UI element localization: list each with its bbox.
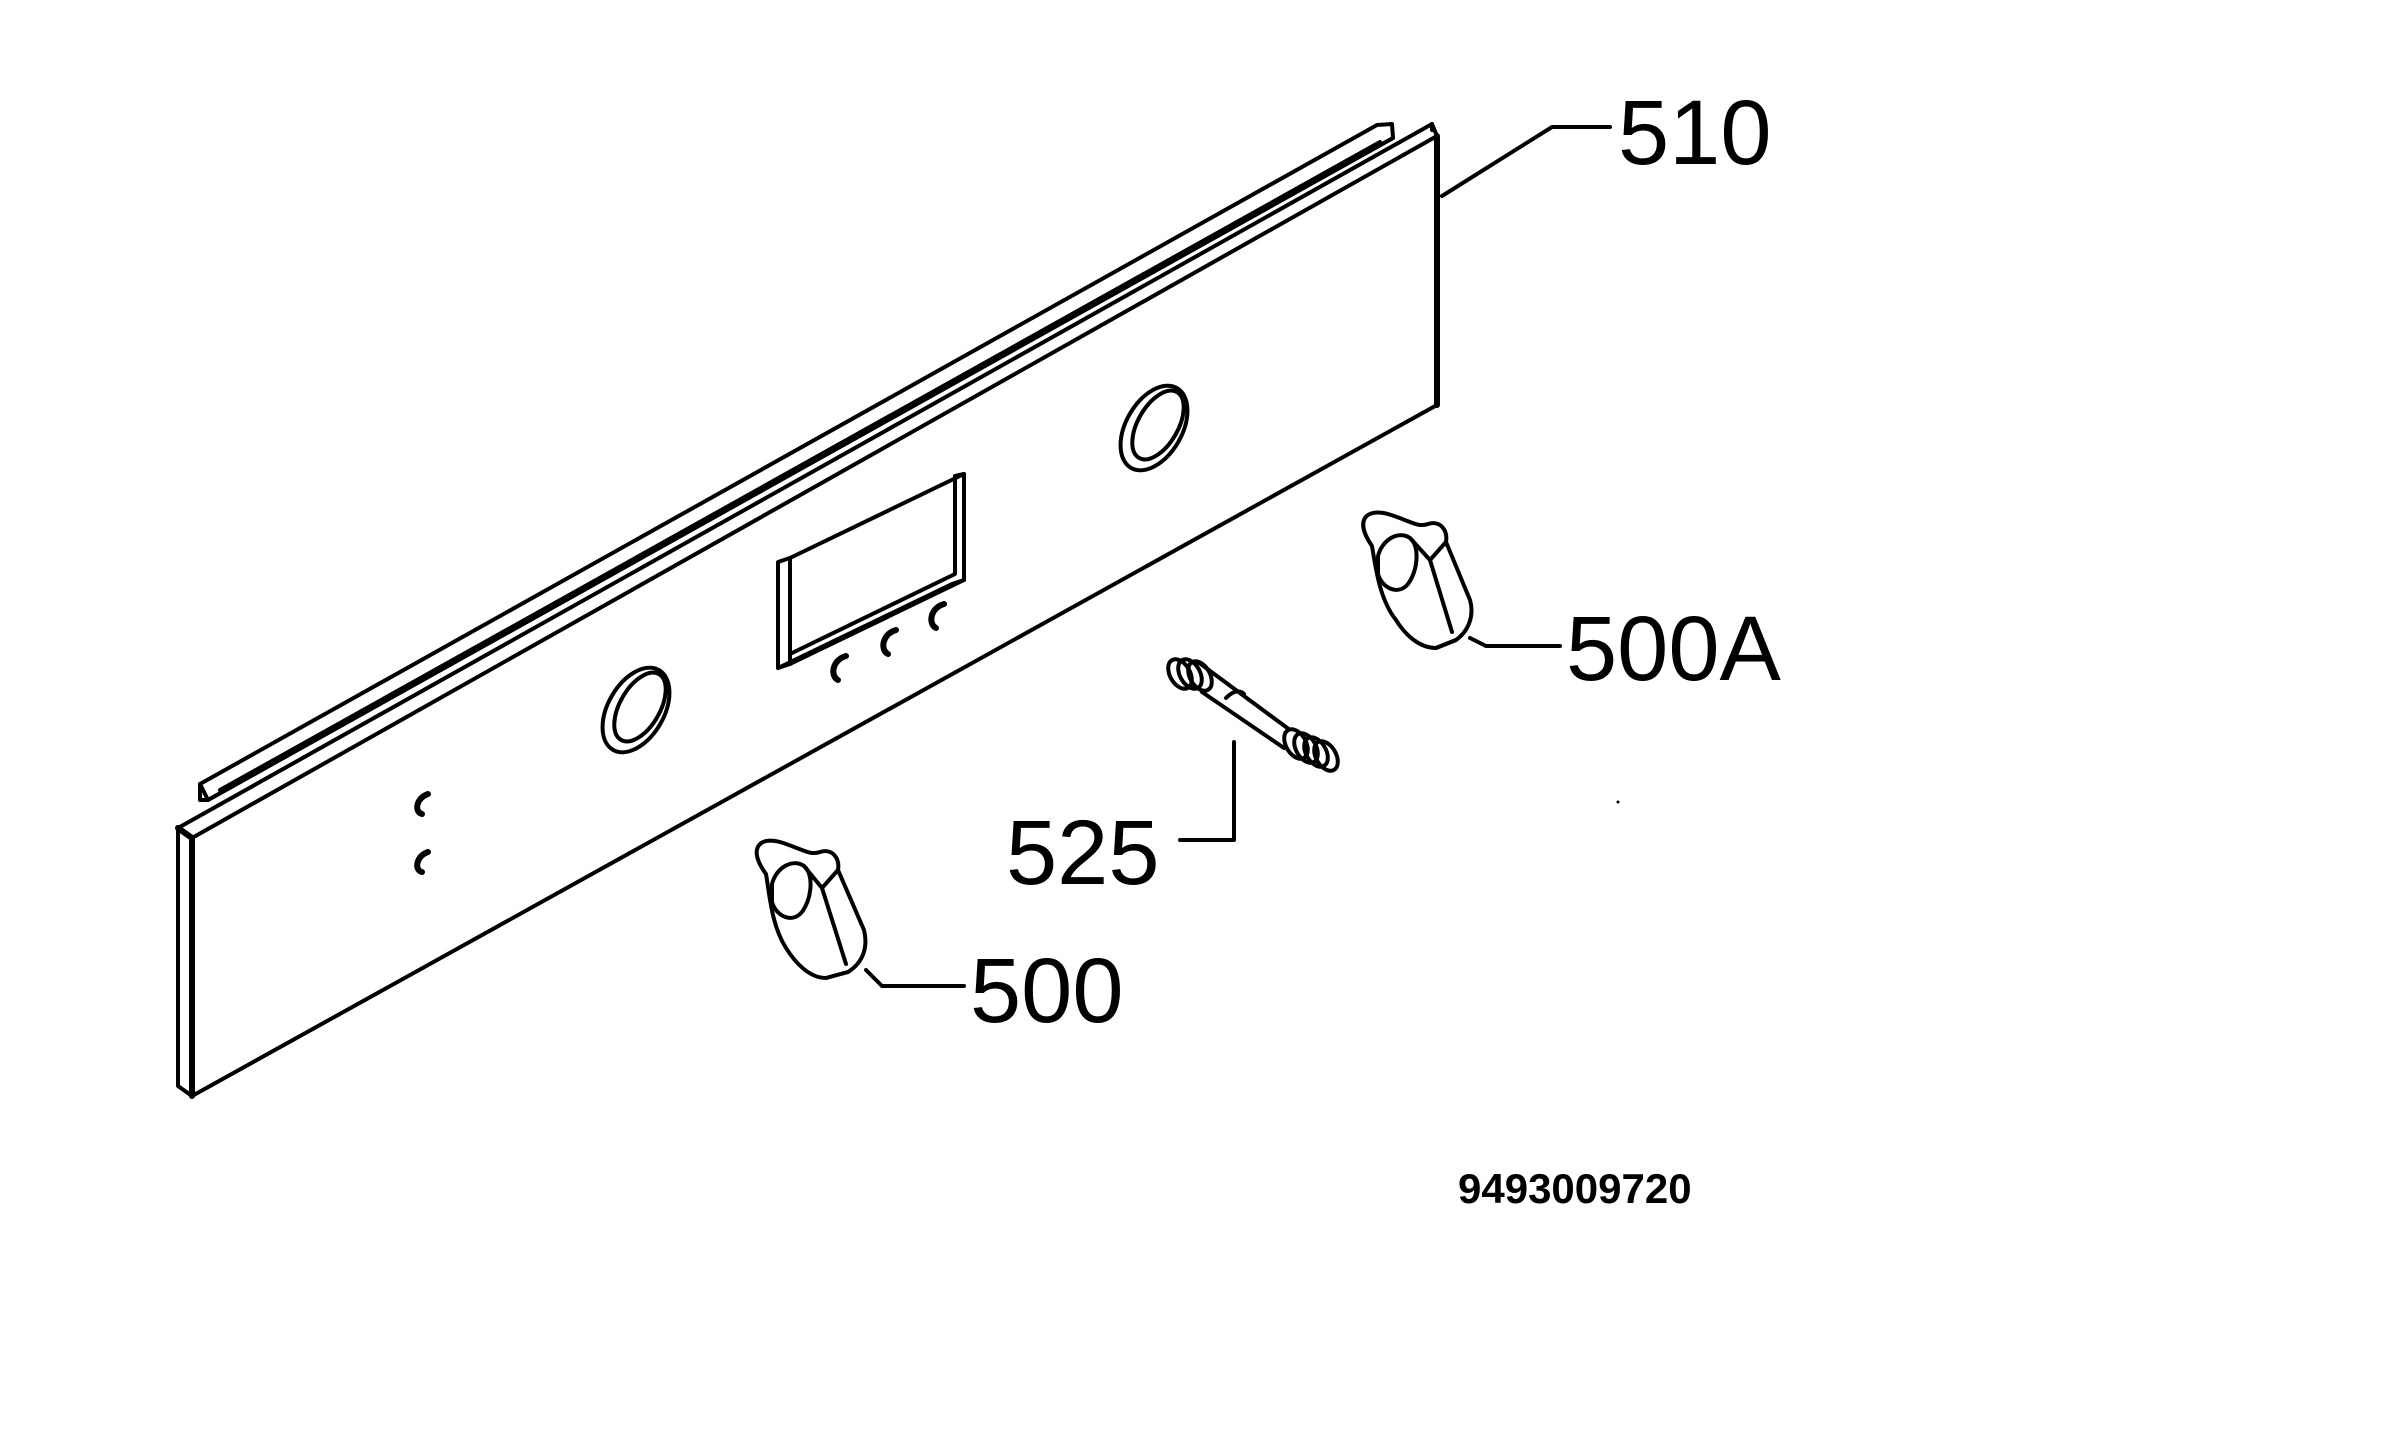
callout-500a: 500A (1566, 598, 1781, 700)
spindle-525 (1166, 657, 1340, 773)
leader-line-500a (1468, 636, 1562, 648)
leader-line-500 (864, 968, 966, 988)
control-panel (175, 122, 1440, 1099)
knob-500a (1361, 510, 1474, 650)
callout-525: 525 (1006, 802, 1160, 904)
knob-500 (754, 838, 868, 980)
drawing-number: 9493009720 (1458, 1165, 1692, 1212)
panel-display-window (776, 472, 966, 670)
panel-knob-hole-left (600, 665, 672, 755)
leader-line-525 (1178, 740, 1236, 842)
leader-line-510 (1440, 125, 1612, 198)
callout-510: 510 (1618, 82, 1772, 184)
panel-button-holes (830, 601, 947, 683)
panel-knob-hole-right (1118, 383, 1190, 473)
panel-indicator-holes (414, 791, 431, 875)
stray-dot (1616, 800, 1620, 804)
callout-500: 500 (970, 940, 1124, 1042)
panel-top-rail (198, 122, 1395, 802)
